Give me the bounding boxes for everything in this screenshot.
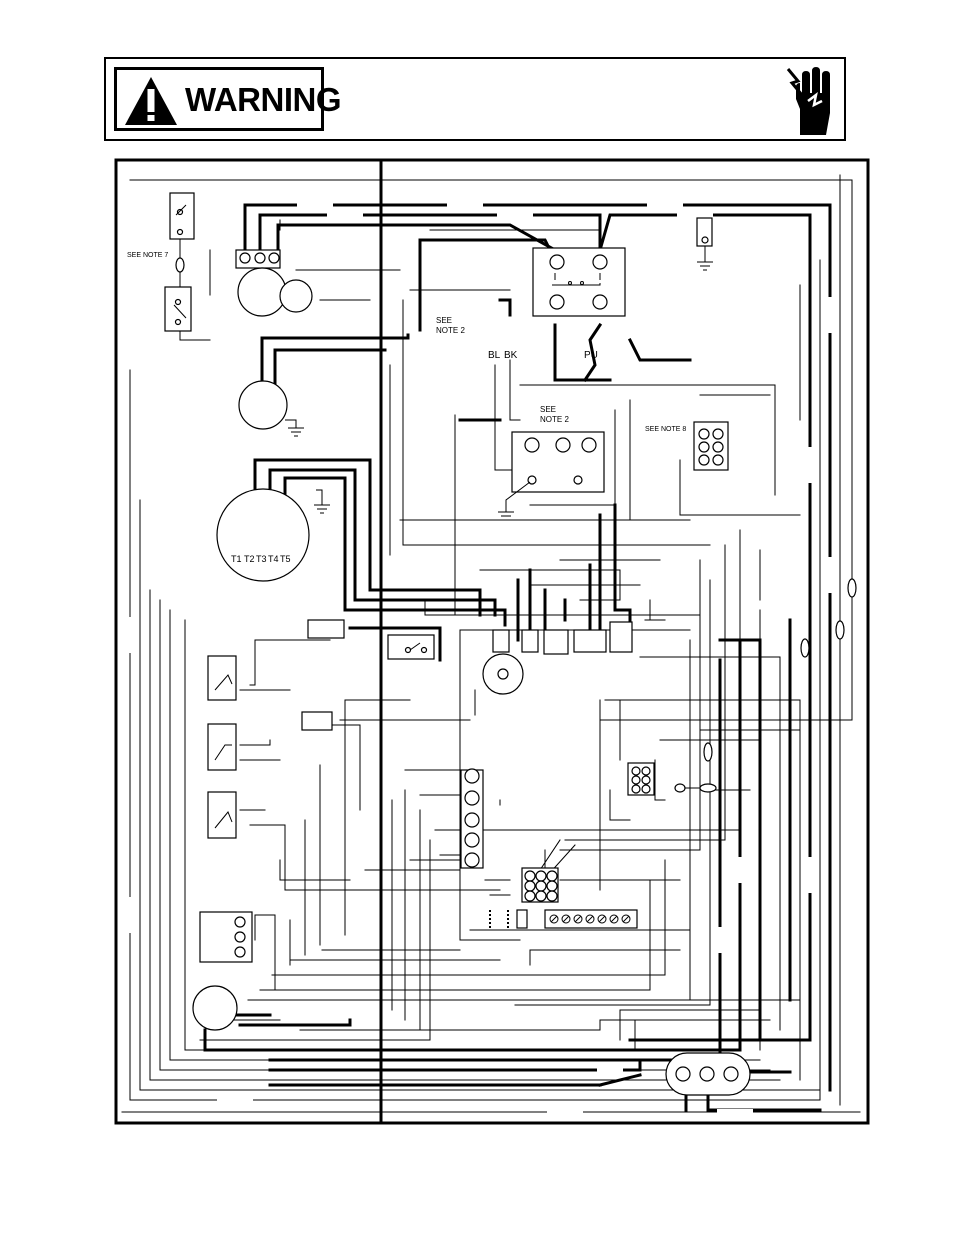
label-see-note-2-mid-2: NOTE 2 xyxy=(540,415,569,424)
inducer-capacitor xyxy=(280,280,312,312)
label-bl: BL xyxy=(488,350,501,361)
label-see-note-8: SEE NOTE 8 xyxy=(645,426,686,433)
relay-top xyxy=(533,248,625,316)
label-see-note-7: SEE NOTE 7 xyxy=(127,252,168,259)
ignitor xyxy=(239,381,287,429)
label-see-note-2-mid-1: SEE xyxy=(540,405,556,414)
low-voltage-terminal-strip xyxy=(545,910,637,928)
limit-switch-2 xyxy=(208,724,236,770)
pressure-switch xyxy=(388,635,434,659)
limit-switch-1 xyxy=(208,656,236,700)
terminal-t1: T1 xyxy=(231,554,242,564)
terminal-t5: T5 xyxy=(280,554,291,564)
label-see-note-2-top-1: SEE xyxy=(436,316,452,325)
label-pu: PU xyxy=(584,350,598,361)
terminal-t4: T4 xyxy=(268,554,279,564)
circulator-motor-bottom xyxy=(193,986,237,1030)
label-see-note-2-top-2: NOTE 2 xyxy=(436,326,465,335)
limit-switch-3 xyxy=(208,792,236,838)
inducer-motor xyxy=(238,268,286,316)
terminal-t2: T2 xyxy=(244,554,255,564)
terminal-t3: T3 xyxy=(256,554,267,564)
blower-motor xyxy=(217,489,309,581)
label-bk: BK xyxy=(504,350,518,361)
